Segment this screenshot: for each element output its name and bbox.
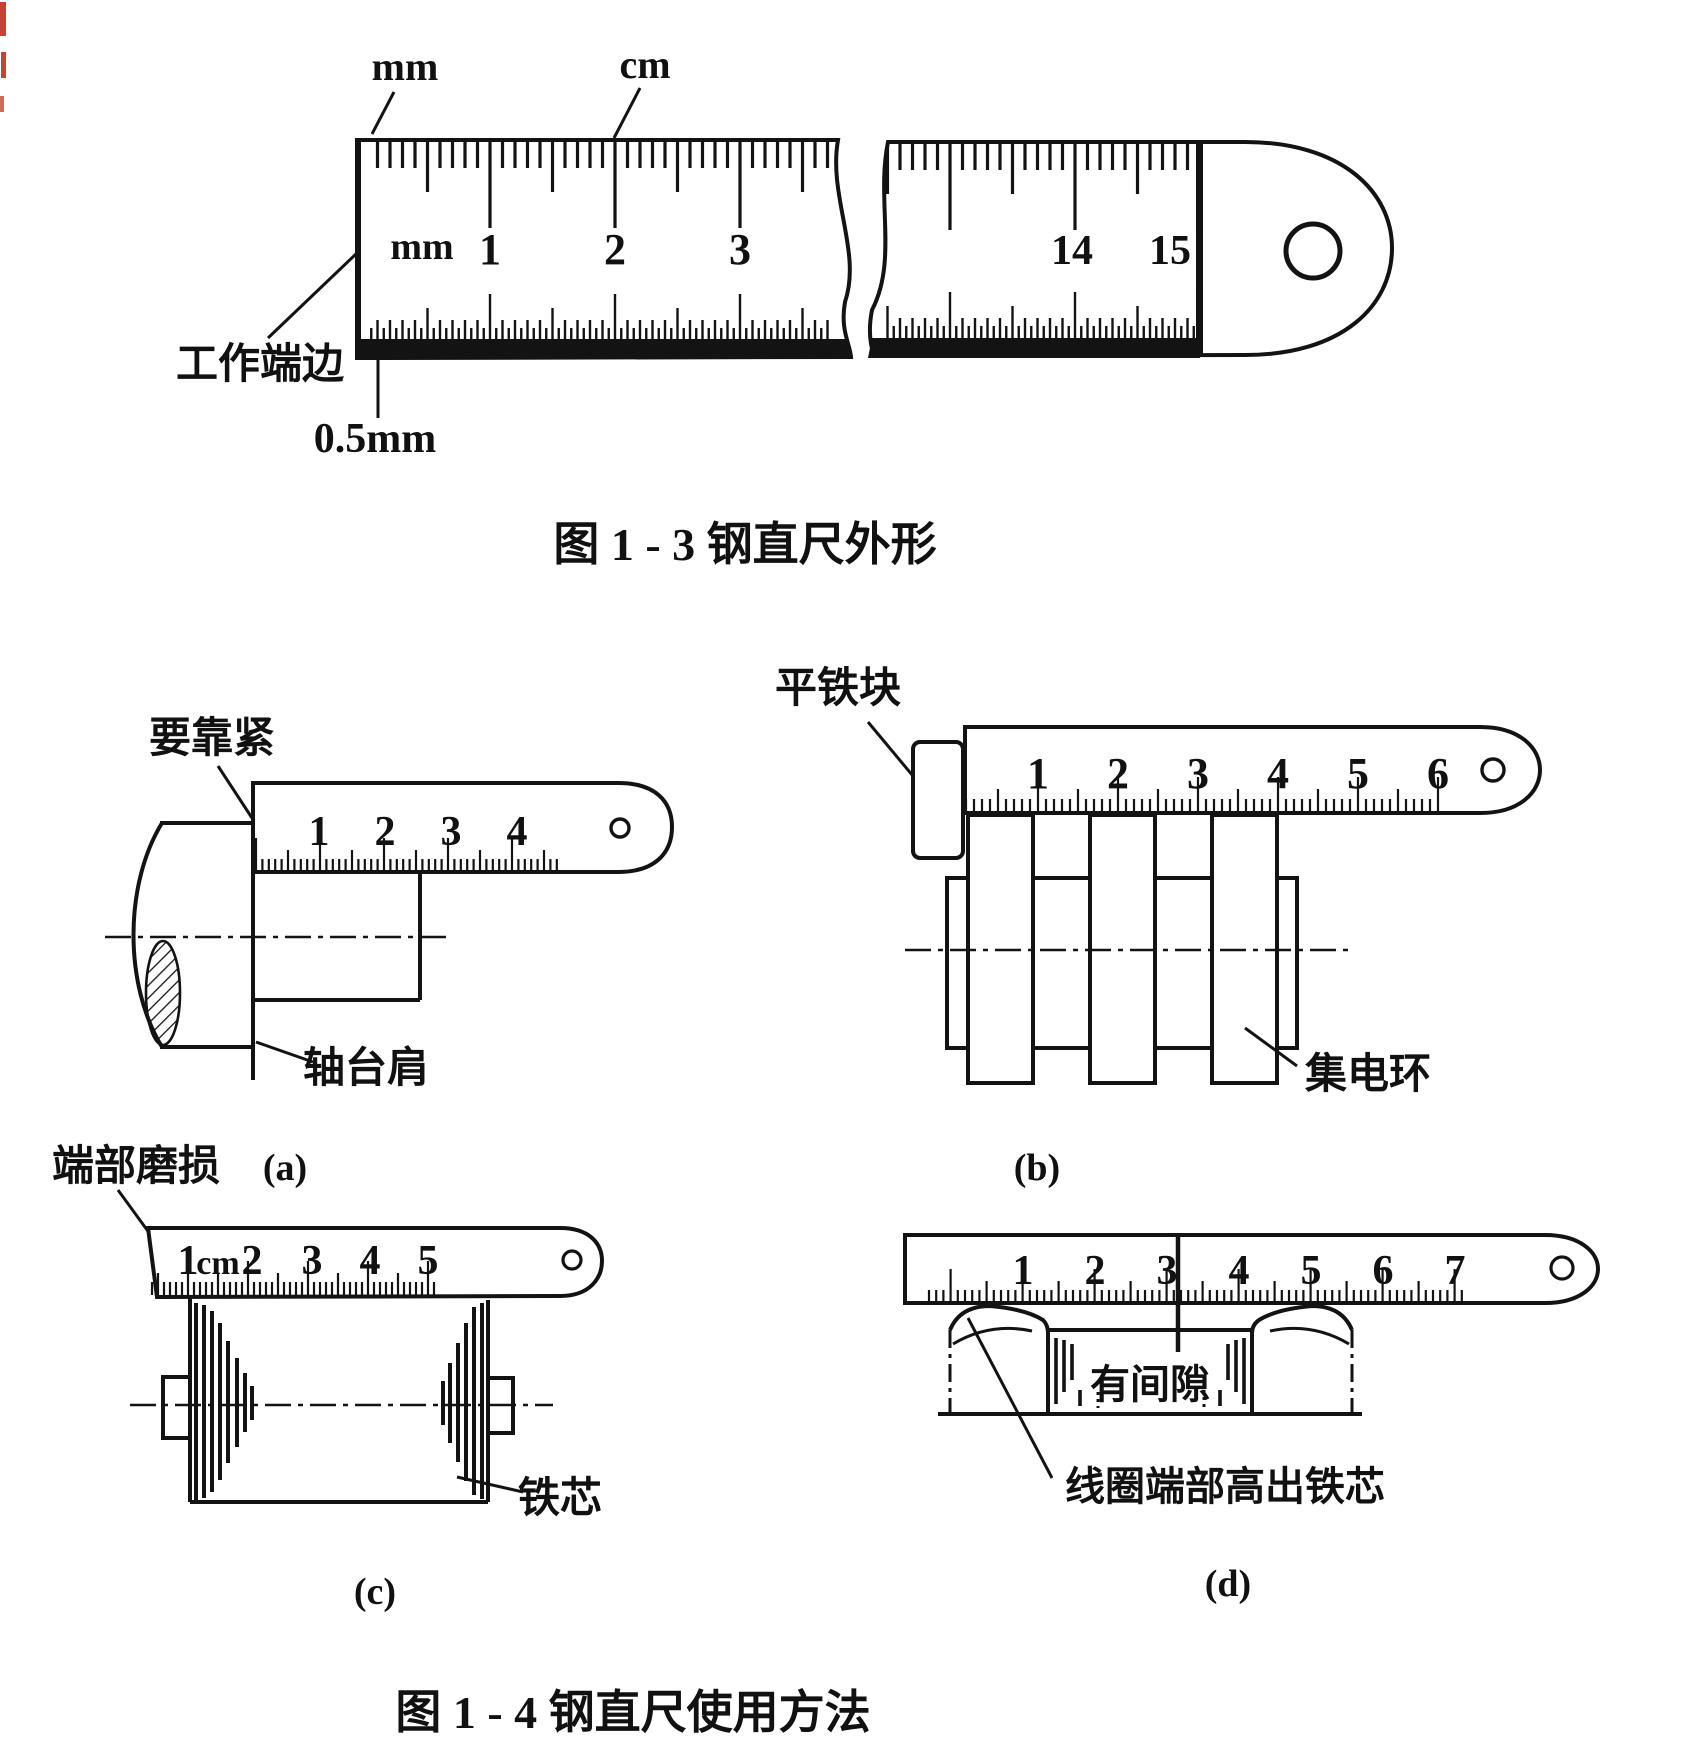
- cm-number: 4: [1267, 749, 1289, 798]
- cm-annotation: cm: [619, 42, 670, 87]
- figure-1-4c: 端部磨损 1 cm 2 3 4 5: [52, 1142, 605, 1613]
- cm-number: 5: [418, 1238, 439, 1284]
- flat-iron-block-label: 平铁块: [775, 664, 901, 711]
- cm-number: 15: [1149, 228, 1191, 274]
- ruler-b: [963, 725, 1543, 815]
- flat-iron-block: [911, 740, 965, 860]
- cm-number: 3: [441, 809, 462, 855]
- cm-number: 14: [1051, 228, 1093, 274]
- cm-number: 3: [729, 225, 751, 274]
- cm-leader-line: [612, 87, 642, 139]
- ruler-a-ticks: [254, 838, 558, 872]
- end-wear-leader-line: [116, 1189, 152, 1235]
- cm-number: 1: [1013, 1248, 1034, 1294]
- gap-label: 有间隙: [1090, 1363, 1210, 1407]
- rule-unit-label: mm: [390, 226, 453, 268]
- sub-b-caption: (b): [1014, 1147, 1060, 1189]
- ruler-left-piece: mm 1 2 3: [355, 138, 854, 361]
- cm-number: 4: [360, 1238, 381, 1284]
- figure-1-4b: 平铁块 1 2 3 4 5 6 集电环 (b): [775, 664, 1543, 1189]
- cm-number: 6: [1427, 749, 1449, 798]
- ruler-c-ticks: [150, 1261, 436, 1295]
- section-hatch: [144, 939, 182, 1047]
- scan-artifact: [0, 2, 6, 112]
- cm-number: 1: [309, 809, 330, 855]
- mm-scale-ticks-top: [375, 140, 830, 228]
- ruler-b-ticks: [964, 777, 1440, 813]
- hanging-hole: [1283, 221, 1343, 281]
- working-edge-label: 工作端边: [176, 340, 345, 387]
- ruler-c: [145, 1226, 605, 1300]
- hanging-hole: [561, 1249, 583, 1271]
- shaft-shoulder-label: 轴台肩: [303, 1044, 429, 1091]
- hanging-hole: [1549, 1255, 1575, 1281]
- cm-number: 7: [1445, 1248, 1466, 1294]
- cm-unit: cm: [196, 1245, 239, 1282]
- half-mm-scale-ticks-bottom: [370, 294, 829, 340]
- cm-number: 2: [242, 1238, 263, 1284]
- stator-core: 有间隙: [938, 1303, 1362, 1416]
- cm-number: 4: [507, 809, 528, 855]
- mm-leader-line: [370, 91, 396, 135]
- coil-end-leader-line: [966, 1317, 1054, 1479]
- cm-number: 5: [1347, 749, 1369, 798]
- slot-wires-right: [1218, 1338, 1246, 1406]
- cm-number: 4: [1229, 1248, 1250, 1294]
- coil-end-left: [948, 1303, 1050, 1334]
- ruler-right-piece: 14 15: [867, 140, 1395, 359]
- ruler-d: [903, 1233, 1601, 1305]
- press-tight-label: 要靠紧: [149, 714, 275, 761]
- shaft-drawing: [105, 783, 448, 1080]
- cm-number: 2: [1085, 1248, 1106, 1294]
- cm-number: 2: [1107, 749, 1129, 798]
- cm-number: 3: [302, 1238, 323, 1284]
- cm-number: 1: [479, 225, 501, 274]
- armature-core: [130, 1297, 553, 1504]
- figure-1-3: mm 1 2 3 14 15 mm cm 工作端边 0.5mm 图 1 - 3 …: [176, 42, 1395, 570]
- coil-end-label: 线圈端部高出铁芯: [1065, 1465, 1385, 1509]
- figure-1-4-caption: 图 1 - 4 钢直尺使用方法: [395, 1687, 870, 1738]
- cm-number: 3: [1157, 1248, 1178, 1294]
- half-mm-scale-ticks-bottom: [886, 292, 1202, 338]
- mm-annotation: mm: [372, 44, 439, 89]
- working-edge-leader-line: [266, 251, 359, 340]
- shoulder-leader-line: [255, 1040, 314, 1064]
- ruler-d-ticks: [927, 1269, 1463, 1303]
- slip-ring-label: 集电环: [1304, 1050, 1431, 1097]
- mm-scale-ticks-top: [885, 142, 1202, 230]
- cm-number: 6: [1373, 1248, 1394, 1294]
- winding-right: [441, 1303, 484, 1499]
- winding-left: [194, 1303, 254, 1500]
- sub-a-caption: (a): [263, 1147, 307, 1189]
- figure-1-3-caption: 图 1 - 3 钢直尺外形: [553, 519, 936, 570]
- ruler-a: [251, 781, 675, 874]
- slip-ring-assembly: [905, 813, 1350, 1085]
- hanging-hole: [1480, 757, 1506, 783]
- figure-1-4a: 要靠紧 1 2 3 4 轴台肩 (a): [105, 714, 675, 1189]
- slip-ring-leader-line: [1244, 1026, 1298, 1068]
- end-wear-label: 端部磨损: [52, 1142, 220, 1189]
- half-mm-label: 0.5mm: [314, 416, 436, 462]
- figure-1-4d: 1 2 3 4 5 6 7: [903, 1233, 1601, 1605]
- core-leader-line: [456, 1475, 524, 1494]
- slot-wires-left: [1054, 1338, 1082, 1406]
- press-tight-leader-line: [216, 765, 254, 819]
- coil-end-right: [1250, 1303, 1354, 1334]
- cm-number: 3: [1187, 749, 1209, 798]
- cm-number: 2: [375, 809, 396, 855]
- iron-core-label: 铁芯: [518, 1474, 602, 1521]
- cm-number: 1: [1027, 749, 1049, 798]
- shaft-nut-left: [161, 1375, 192, 1440]
- hanging-hole: [609, 817, 631, 839]
- sub-d-caption: (d): [1205, 1563, 1251, 1605]
- cm-number: 1: [178, 1238, 199, 1284]
- cm-number: 5: [1301, 1248, 1322, 1294]
- cm-number: 2: [604, 225, 626, 274]
- sub-c-caption: (c): [354, 1571, 396, 1613]
